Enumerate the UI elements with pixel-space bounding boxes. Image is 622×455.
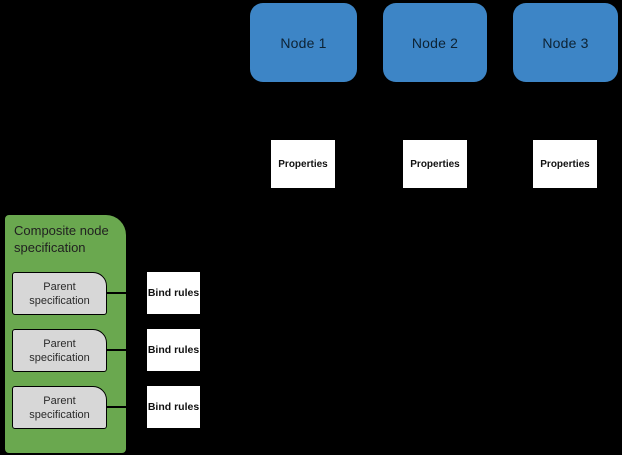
- properties-box-3-label: Properties: [540, 158, 590, 170]
- node-1-label: Node 1: [280, 34, 327, 51]
- node-3-shape: Node 3: [513, 3, 618, 82]
- node-3-label: Node 3: [542, 34, 589, 51]
- properties-box-2: Properties: [403, 140, 467, 188]
- parent-specification-box-2: Parent specification: [12, 329, 107, 372]
- node-2-shape: Node 2: [383, 3, 487, 82]
- node-1-shape: Node 1: [250, 3, 357, 82]
- bind-rules-1-label: Bind rules: [147, 287, 200, 299]
- parent-specification-1-label: Parent specification: [29, 280, 90, 307]
- bind-rules-box-3: Bind rules: [147, 386, 200, 428]
- parent-specification-box-3: Parent specification: [12, 386, 107, 429]
- properties-box-1-label: Properties: [278, 158, 328, 170]
- parent-specification-3-label: Parent specification: [29, 394, 90, 421]
- bind-rules-2-label: Bind rules: [147, 344, 200, 356]
- node-2-label: Node 2: [411, 34, 459, 51]
- parent-specification-box-1: Parent specification: [12, 272, 107, 315]
- bind-rules-3-label: Bind rules: [147, 401, 200, 413]
- connector-line-2: [105, 349, 148, 351]
- connector-line-1: [105, 292, 148, 294]
- composite-panel-title: Composite node specification: [14, 223, 109, 255]
- bind-rules-box-2: Bind rules: [147, 329, 200, 371]
- bind-rules-box-1: Bind rules: [147, 272, 200, 314]
- properties-box-2-label: Properties: [410, 158, 460, 170]
- properties-box-3: Properties: [533, 140, 597, 188]
- connector-line-3: [105, 406, 148, 408]
- properties-box-1: Properties: [271, 140, 335, 188]
- parent-specification-2-label: Parent specification: [29, 337, 90, 364]
